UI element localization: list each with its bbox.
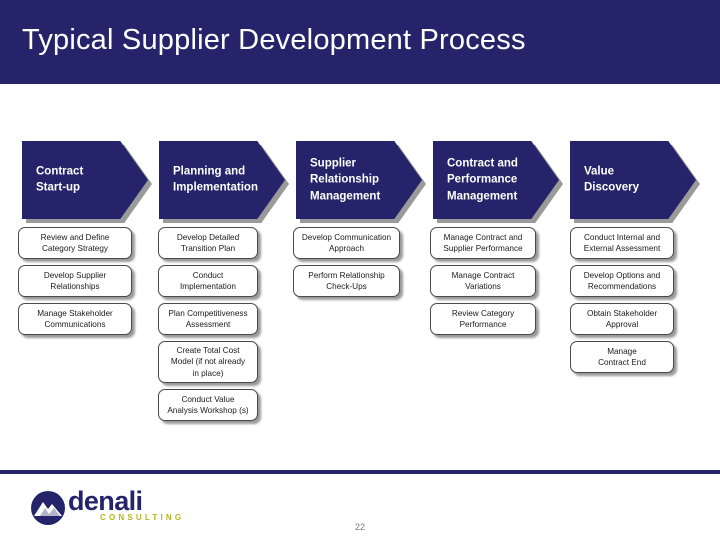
process-task-box[interactable]: Manage Contract Variations bbox=[430, 265, 536, 297]
process-task-box[interactable]: Perform Relationship Check-Ups bbox=[293, 265, 400, 297]
process-task-box[interactable]: Manage Stakeholder Communications bbox=[18, 303, 132, 335]
process-stage-label: Planning and Implementation bbox=[173, 165, 258, 194]
logo-wordmark: denali bbox=[68, 486, 143, 516]
process-stage-chevron[interactable]: Planning and Implementation bbox=[159, 141, 289, 223]
process-stage-label: Contract Start-up bbox=[36, 165, 84, 194]
process-stage-chevron[interactable]: Contract Start-up bbox=[22, 141, 152, 223]
process-stage-chevron[interactable]: Supplier Relationship Management bbox=[296, 141, 426, 223]
process-task-box[interactable]: Obtain Stakeholder Approval bbox=[570, 303, 674, 335]
process-stage-label: Contract and Performance Management bbox=[447, 157, 518, 203]
process-task-box[interactable]: Conduct Internal and External Assessment bbox=[570, 227, 674, 259]
process-task-box[interactable]: Conduct Value Analysis Workshop (s) bbox=[158, 389, 258, 421]
process-task-box[interactable]: Review and Define Category Strategy bbox=[18, 227, 132, 259]
slide-header-band: Typical Supplier Development Process bbox=[0, 0, 720, 84]
process-task-box[interactable]: Create Total Cost Model (if not already … bbox=[158, 341, 258, 383]
process-stage-label: Supplier Relationship Management bbox=[310, 157, 381, 203]
page-number: 22 bbox=[354, 522, 365, 532]
logo-tagline: CONSULTING bbox=[100, 513, 185, 522]
process-task-box[interactable]: Review Category Performance bbox=[430, 303, 536, 335]
process-stage-label: Value Discovery bbox=[584, 165, 639, 194]
process-task-box[interactable]: Manage Contract and Supplier Performance bbox=[430, 227, 536, 259]
chevron-shape bbox=[22, 141, 148, 219]
denali-logo: denali CONSULTING bbox=[30, 488, 230, 530]
denali-mountain-icon bbox=[31, 491, 65, 525]
chevron-shape bbox=[159, 141, 285, 219]
footer-divider bbox=[0, 470, 720, 474]
process-stage-chevron[interactable]: Value Discovery bbox=[570, 141, 700, 223]
process-task-box[interactable]: Develop Options and Recommendations bbox=[570, 265, 674, 297]
chevron-shape bbox=[433, 141, 559, 219]
process-task-box[interactable]: Develop Communication Approach bbox=[293, 227, 400, 259]
chevron-shape bbox=[570, 141, 696, 219]
process-task-box[interactable]: Plan Competitiveness Assessment bbox=[158, 303, 258, 335]
process-task-box[interactable]: Conduct Implementation bbox=[158, 265, 258, 297]
process-stage-chevron[interactable]: Contract and Performance Management bbox=[433, 141, 563, 223]
process-task-box[interactable]: Develop Detailed Transition Plan bbox=[158, 227, 258, 259]
chevron-shape bbox=[296, 141, 422, 219]
process-task-box[interactable]: Manage Contract End bbox=[570, 341, 674, 373]
process-task-box[interactable]: Develop Supplier Relationships bbox=[18, 265, 132, 297]
page-title: Typical Supplier Development Process bbox=[22, 24, 526, 56]
